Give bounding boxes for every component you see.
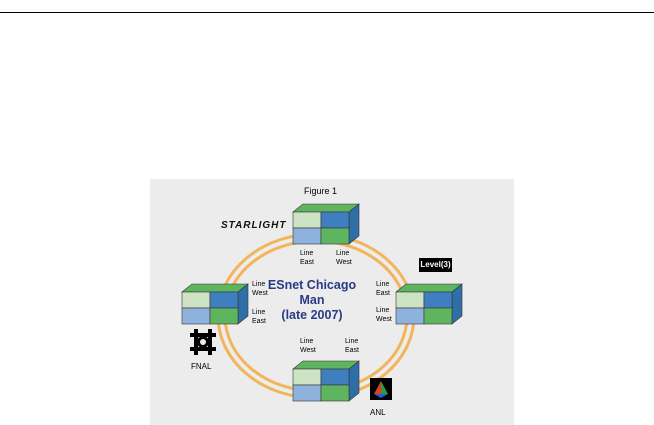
figure-panel: Figure 1 ESnet Chicago Man (late 2007) S… <box>150 179 514 425</box>
starlight-switch <box>292 203 360 245</box>
port-label-line: Line <box>300 250 314 257</box>
level3-port-top-label: Line East <box>376 281 406 298</box>
fnal-port-bottom-label: Line East <box>252 309 282 326</box>
starlight-logo: STARLIGHT <box>221 220 287 231</box>
ring-title-line: Man <box>299 293 325 307</box>
anl-port-left-label: Line West <box>300 338 330 355</box>
fermilab-logo-icon <box>190 329 216 355</box>
port-label-line: Line <box>252 281 266 288</box>
port-label-line: East <box>345 346 360 354</box>
anl-port-right-label: Line East <box>345 338 375 355</box>
port-label-line: East <box>300 258 315 266</box>
anl-label: ANL <box>370 408 386 417</box>
ring-title-line: ESnet Chicago <box>267 278 357 292</box>
port-label-line: West <box>376 315 392 323</box>
ring-title: ESnet Chicago Man (late 2007) <box>262 278 362 323</box>
port-label-line: East <box>252 317 267 325</box>
network-ring <box>181 203 463 402</box>
level3-logo: Level(3) <box>419 258 452 272</box>
port-label-line: Line <box>300 338 314 345</box>
fnal-label: FNAL <box>191 362 212 371</box>
figure-caption: Figure 1 <box>304 186 338 196</box>
port-label-line: West <box>336 258 352 266</box>
anl-switch <box>292 360 360 402</box>
port-label-line: West <box>300 346 316 354</box>
fnal-switch <box>181 283 249 325</box>
page-top-rule <box>0 12 654 13</box>
level3-switch <box>395 283 463 325</box>
port-label-line: Line <box>336 250 350 257</box>
anl-logo-icon <box>370 378 392 400</box>
port-label-line: East <box>376 289 391 297</box>
port-label-line: West <box>252 289 268 297</box>
port-label-line: Line <box>376 281 390 288</box>
starlight-port-left-label: Line East <box>300 250 330 267</box>
port-label-line: Line <box>252 309 266 316</box>
port-label-line: Line <box>345 338 359 345</box>
port-label-line: Line <box>376 307 390 314</box>
ring-title-line: (late 2007) <box>281 308 343 322</box>
starlight-port-right-label: Line West <box>336 250 366 267</box>
fnal-port-top-label: Line West <box>252 281 282 298</box>
level3-port-bottom-label: Line West <box>376 307 406 324</box>
